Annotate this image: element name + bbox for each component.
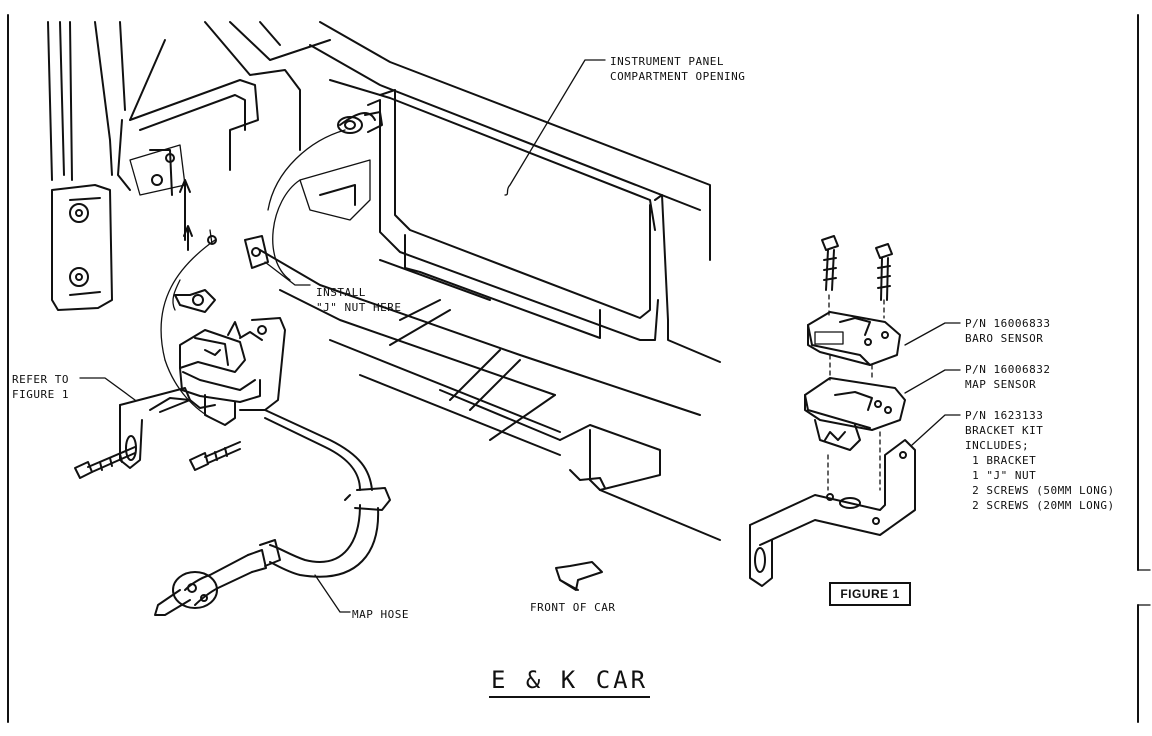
map-hose-label: MAP HOSE bbox=[352, 608, 409, 621]
figure-1-label: FIGURE 1 bbox=[829, 582, 911, 606]
baro-sensor-label: P/N 16006833 BARO SENSOR bbox=[965, 317, 1051, 345]
clip bbox=[174, 289, 216, 313]
map-hose bbox=[154, 409, 391, 616]
map-sensor-label: P/N 16006832 MAP SENSOR bbox=[965, 363, 1051, 391]
detail-circles bbox=[160, 111, 383, 421]
figure-1-exploded-view bbox=[749, 235, 916, 587]
j-nut bbox=[244, 235, 269, 269]
page-title: E & K CAR bbox=[489, 666, 651, 698]
page-border bbox=[7, 14, 1151, 723]
install-j-nut-label: INSTALL "J" NUT HERE bbox=[316, 286, 402, 314]
instrument-panel-label: INSTRUMENT PANEL COMPARTMENT OPENING bbox=[610, 55, 746, 83]
front-of-car-arrow bbox=[555, 561, 603, 591]
front-of-car-label: FRONT OF CAR bbox=[530, 601, 616, 614]
direction-arrows bbox=[179, 179, 217, 251]
refer-to-figure-label: REFER TO FIGURE 1 bbox=[12, 373, 69, 401]
bracket-kit-label: P/N 1623133 BRACKET KIT INCLUDES; 1 BRAC… bbox=[965, 409, 1115, 512]
sensor-assembly-left bbox=[119, 317, 286, 469]
leader-lines bbox=[79, 59, 961, 613]
dashboard-structure bbox=[47, 21, 721, 541]
screws-left bbox=[74, 441, 241, 479]
